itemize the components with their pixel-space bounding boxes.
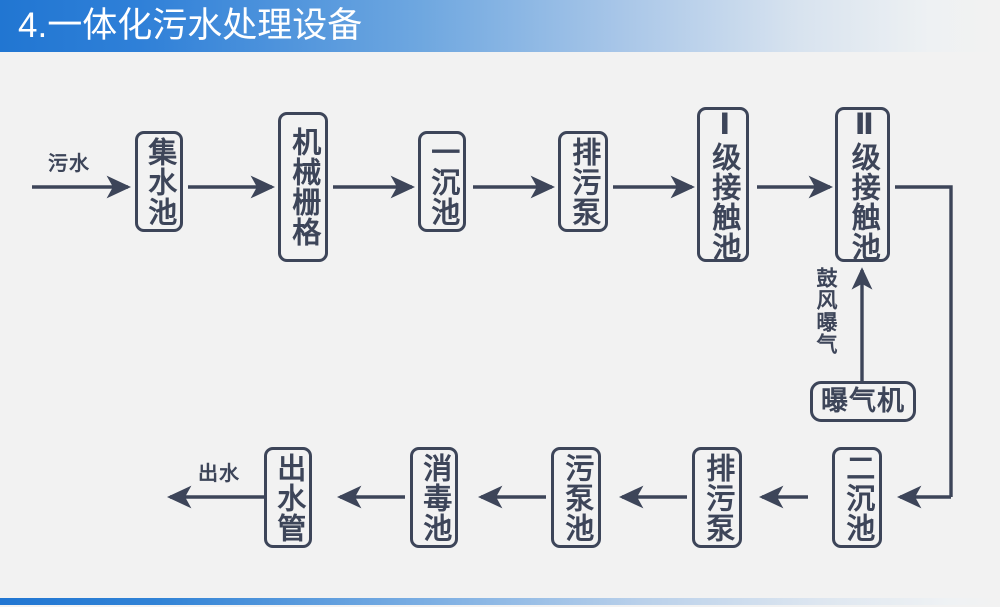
node-contact-tank-2[interactable]: Ⅱ级接触池: [835, 107, 890, 262]
aeration-label: 鼓风曝气: [814, 267, 837, 355]
process-flow-diagram: 污水 出水 鼓风曝气 集水池 机械栅格 一沉池 排污泵 Ⅰ级接触池 Ⅱ级接触池 …: [0, 52, 1000, 598]
node-collection-tank-label: 集水池: [143, 136, 176, 227]
node-sewage-pump-1-label: 排污泵: [567, 136, 600, 227]
page-header-bar: 4.一体化污水处理设备: [0, 0, 1000, 52]
node-disinfection-tank-label: 消毒池: [418, 452, 451, 543]
node-primary-sedimentation-tank[interactable]: 一沉池: [418, 131, 466, 232]
node-aerator-label: 曝气机: [821, 386, 905, 416]
outlet-label: 出水: [198, 463, 240, 485]
node-primary-sedimentation-tank-label: 一沉池: [426, 136, 459, 227]
node-sewage-pump-2[interactable]: 排污泵: [692, 447, 742, 548]
node-contact-tank-2-label: Ⅱ级接触池: [847, 107, 880, 262]
page-title: 4.一体化污水处理设备: [18, 5, 363, 45]
node-sludge-pump-tank-label: 污泵池: [560, 452, 593, 543]
node-aerator[interactable]: 曝气机: [810, 381, 916, 422]
node-outlet-pipe[interactable]: 出水管: [264, 447, 312, 548]
page-footer-bar: [0, 598, 1000, 605]
node-secondary-sedimentation-tank[interactable]: 二沉池: [832, 447, 882, 548]
node-outlet-pipe-label: 出水管: [272, 452, 305, 543]
node-contact-tank-1-label: Ⅰ级接触池: [707, 107, 740, 262]
inlet-label: 污水: [48, 153, 90, 175]
connector-layer: [32, 175, 953, 509]
node-sludge-pump-tank[interactable]: 污泵池: [551, 447, 601, 548]
node-disinfection-tank[interactable]: 消毒池: [410, 447, 458, 548]
node-mechanical-grate[interactable]: 机械栅格: [278, 112, 328, 262]
node-mechanical-grate-label: 机械栅格: [287, 127, 320, 247]
node-sewage-pump-2-label: 排污泵: [701, 452, 734, 543]
node-collection-tank[interactable]: 集水池: [135, 131, 183, 232]
node-contact-tank-1[interactable]: Ⅰ级接触池: [697, 107, 749, 262]
connector-contact2-down-right: [895, 185, 953, 497]
node-secondary-sedimentation-tank-label: 二沉池: [841, 452, 874, 543]
node-sewage-pump-1[interactable]: 排污泵: [558, 131, 608, 232]
